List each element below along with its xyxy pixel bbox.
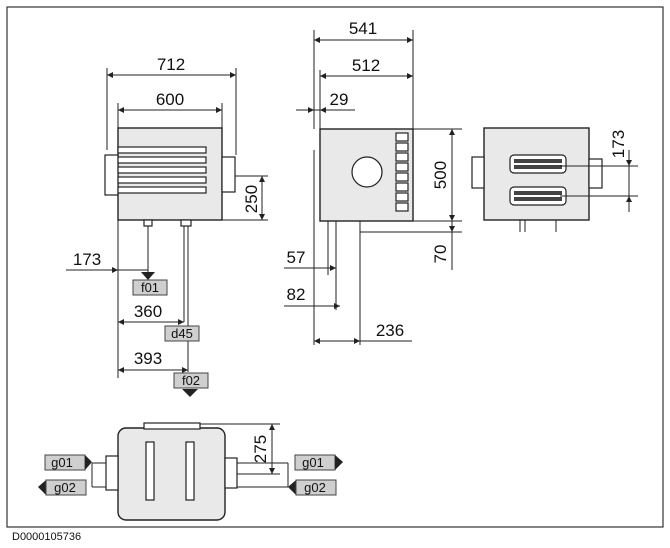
dim-57: 57	[287, 248, 306, 267]
rear-slot-lower	[509, 186, 567, 206]
rear-view: 173	[471, 127, 638, 232]
dim-512: 512	[352, 56, 380, 75]
top-body	[117, 427, 226, 521]
top-slot-right	[185, 441, 195, 501]
dim-600: 600	[156, 90, 184, 109]
rear-slot-upper	[509, 154, 567, 174]
front-left-stub	[104, 154, 119, 196]
g01-left-label: g01	[51, 455, 73, 470]
dim-rear-173: 173	[609, 130, 628, 158]
front-right-stub	[221, 156, 236, 193]
top-view: 275 g01 g02 g01 g02	[38, 422, 343, 521]
dim-393: 393	[134, 349, 162, 368]
dim-500: 500	[431, 161, 450, 189]
top-slot-left	[145, 441, 155, 501]
dim-29: 29	[330, 90, 349, 109]
drawing-frame	[6, 6, 664, 528]
top-flange	[143, 422, 201, 430]
rear-body	[483, 127, 590, 221]
side-fins	[395, 132, 409, 212]
g02-left-label: g02	[54, 480, 76, 495]
g01-right-label: g01	[302, 455, 324, 470]
dim-70: 70	[431, 245, 450, 264]
rear-right-stub	[588, 158, 603, 189]
dim-712: 712	[157, 55, 185, 74]
top-right-stub	[224, 457, 238, 489]
d45-tag	[164, 325, 200, 342]
g02-right-tag	[295, 479, 337, 496]
rear-left-stub	[471, 156, 485, 189]
f02-arrow	[182, 389, 198, 397]
f02-tag	[173, 372, 209, 389]
side-view: 541 512 29 500 70 57 82	[284, 19, 462, 345]
g02-right-label: g02	[304, 480, 326, 495]
side-port	[351, 156, 383, 188]
d45-label: d45	[171, 326, 193, 341]
dim-275: 275	[251, 435, 270, 463]
g02-left-tag	[45, 479, 87, 496]
front-view: 712 600 250 173 f01 360 d45 393	[66, 55, 268, 397]
dim-250: 250	[242, 185, 261, 213]
dim-360: 360	[134, 302, 162, 321]
f01-tag	[132, 279, 168, 296]
top-left-stub	[105, 455, 119, 491]
f01-label: f01	[141, 280, 159, 295]
f01-arrow	[141, 272, 155, 280]
front-body	[117, 127, 223, 221]
dim-236: 236	[376, 321, 404, 340]
dim-541: 541	[349, 19, 377, 38]
front-fins	[117, 146, 207, 194]
dim-173: 173	[73, 250, 101, 269]
dim-82: 82	[287, 285, 306, 304]
drawing-code: D0000105736	[12, 531, 81, 543]
f02-label: f02	[182, 373, 200, 388]
